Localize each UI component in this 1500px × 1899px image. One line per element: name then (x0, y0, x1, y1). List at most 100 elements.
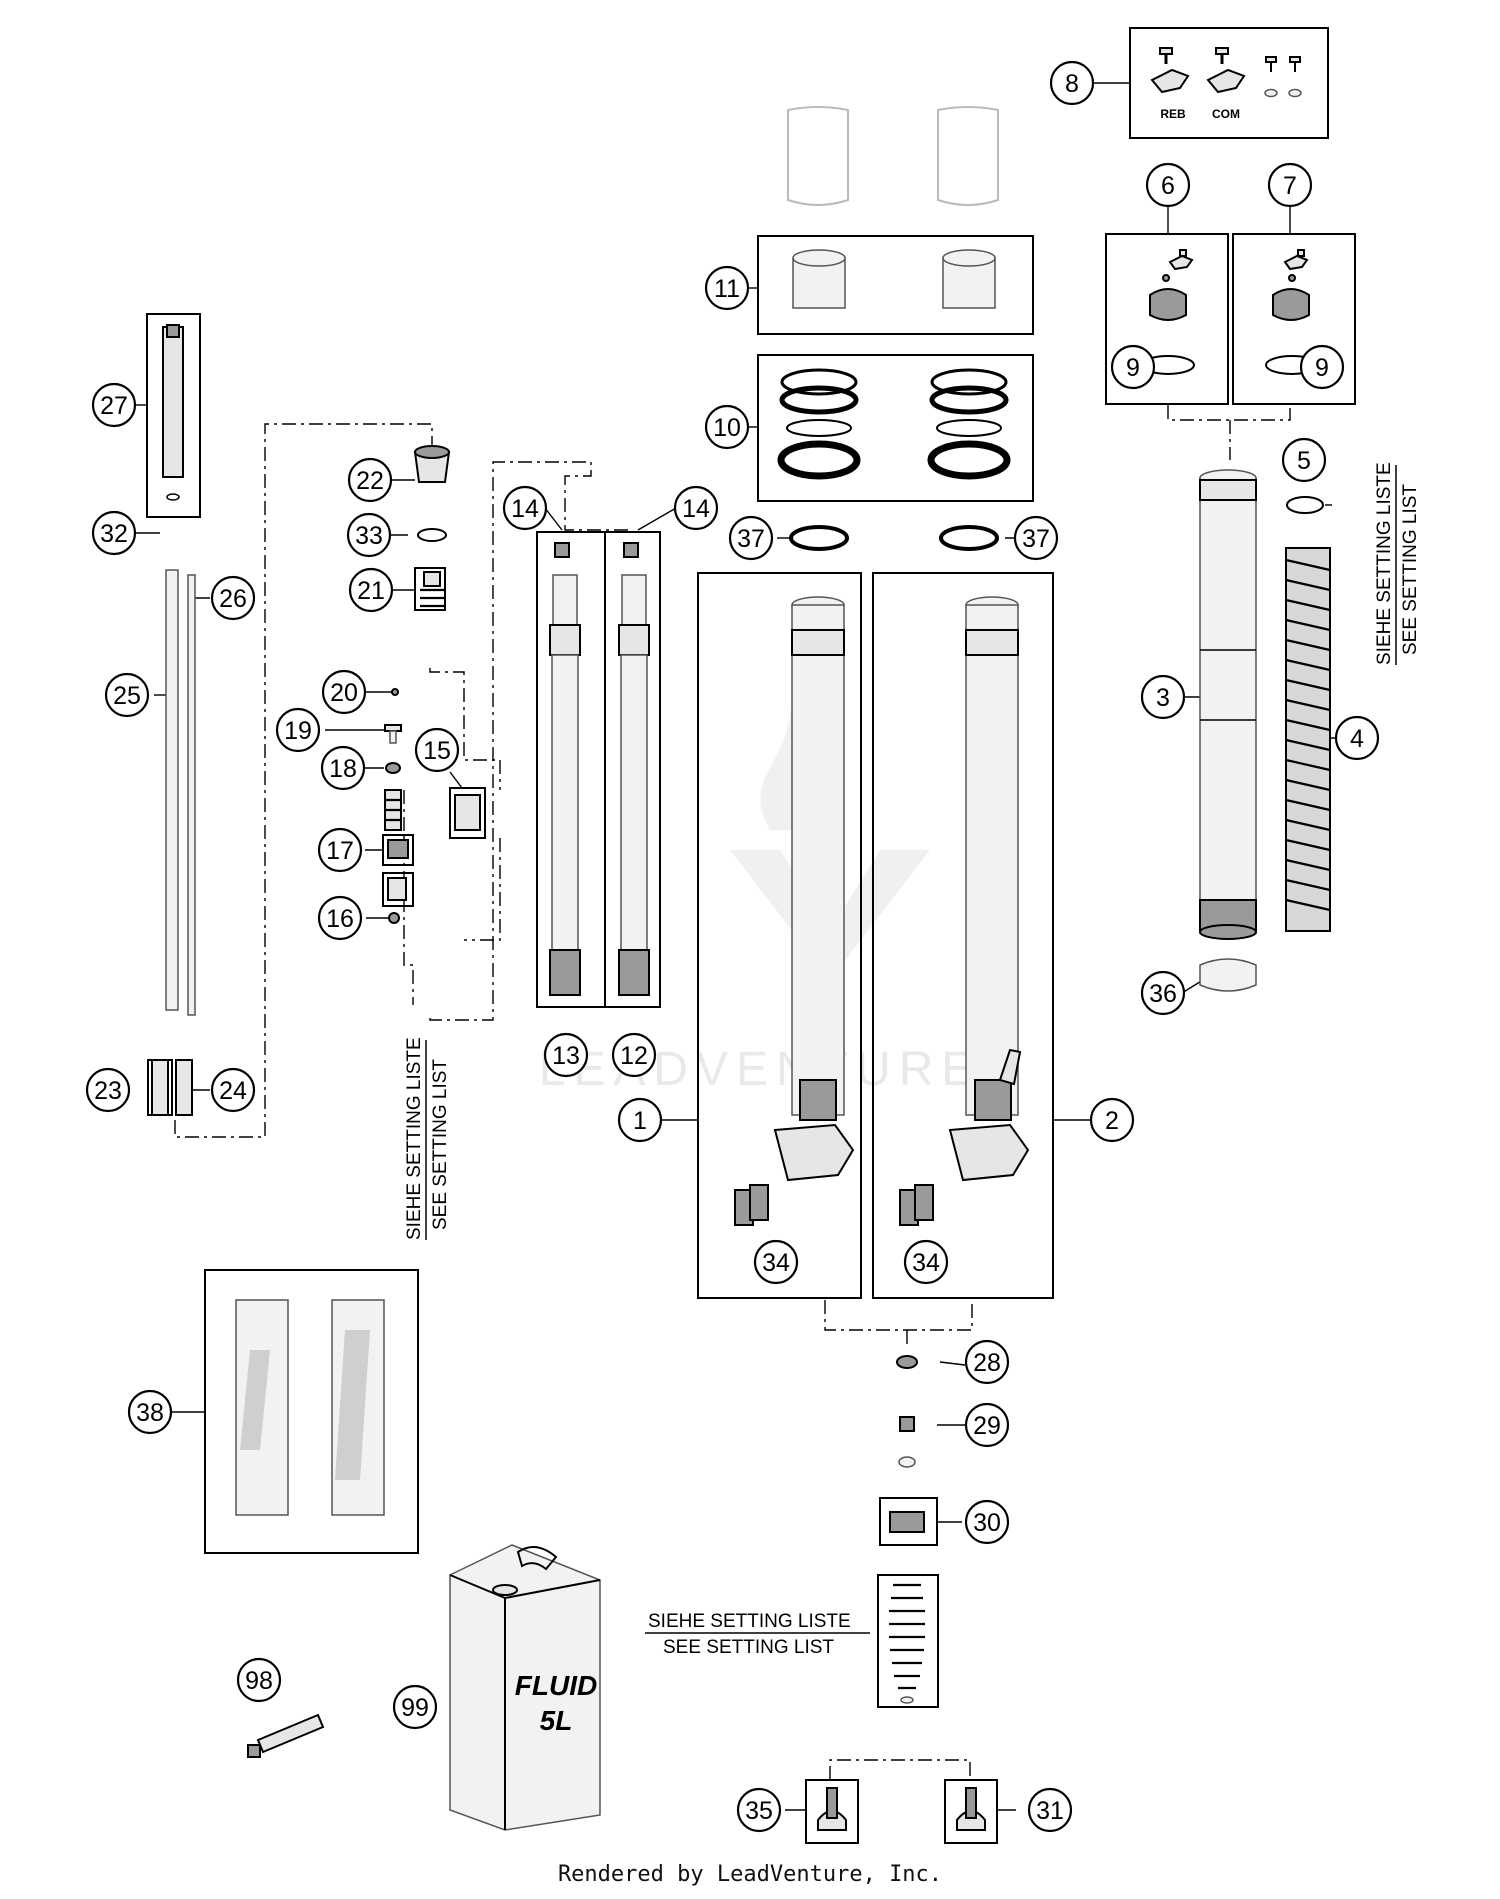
callout-circle (736, 1787, 782, 1833)
callout-number: 8 (1065, 70, 1079, 98)
callout-11: 11 (704, 265, 750, 311)
callout-1: 1 (617, 1097, 663, 1143)
bottom-valve (817, 1355, 986, 1831)
callout-3: 3 (1140, 674, 1186, 720)
callout-number: 4 (1350, 725, 1364, 753)
leader-lines (136, 82, 1335, 1811)
callout-number: 98 (245, 1667, 273, 1695)
fork-top-caps (787, 106, 999, 206)
callout-number: 2 (1105, 1107, 1119, 1135)
callout-circle (236, 1657, 282, 1703)
cap-assemblies (1141, 249, 1319, 375)
callout-number: 1 (633, 1107, 647, 1135)
callout-number: 21 (357, 577, 385, 605)
com-label: COM (1212, 107, 1240, 121)
callout-circle (1013, 515, 1059, 561)
callout-10: 10 (704, 404, 750, 450)
main-spring (1285, 547, 1331, 932)
callout-7: 7 (1267, 162, 1313, 208)
callout-15: 15 (414, 727, 460, 773)
callout-circle (321, 669, 367, 715)
reb-label: REB (1160, 107, 1186, 121)
callout-circle (1140, 970, 1186, 1016)
callout-circle (502, 485, 548, 531)
bottom-nut (1199, 958, 1257, 992)
callout-6: 6 (1145, 162, 1191, 208)
callout-circle (704, 265, 750, 311)
callout-circle (317, 895, 363, 941)
callout-17: 17 (317, 827, 363, 873)
callout-number: 29 (973, 1412, 1001, 1440)
callout-circle (704, 404, 750, 450)
tool-27 (162, 324, 184, 501)
callout-30: 30 (964, 1499, 1010, 1545)
callout-circle (964, 1499, 1010, 1545)
callout-circle (1049, 60, 1095, 106)
note-siehe-right: SIEHE SETTING LISTE (1374, 462, 1395, 665)
callout-32: 32 (91, 510, 137, 556)
callout-number: 38 (136, 1399, 164, 1427)
callout-circle (91, 510, 137, 556)
note-see-right: SEE SETTING LIST (1400, 484, 1421, 655)
callout-33: 33 (346, 512, 392, 558)
callout-number: 23 (94, 1077, 122, 1105)
callout-circle (611, 1032, 657, 1078)
callout-circle (1267, 162, 1313, 208)
callout-21: 21 (348, 567, 394, 613)
callout-circle (673, 485, 719, 531)
callout-27: 27 (91, 382, 137, 428)
callout-number: 35 (745, 1797, 773, 1825)
fluid-can-volume: 5L (540, 1705, 573, 1736)
fluid-can-label: FLUID (515, 1670, 597, 1701)
callout-circle (964, 1402, 1010, 1448)
dashed-connectors (174, 405, 1291, 1780)
callout-number: 17 (326, 837, 354, 865)
watermark: LEADVENTURE (539, 710, 973, 1096)
bushings (792, 249, 996, 309)
callout-number: 99 (401, 1694, 429, 1722)
callout-22: 22 (347, 457, 393, 503)
callout-14: 14 (502, 485, 548, 531)
callout-circle (1140, 674, 1186, 720)
fork-guard-stickers (235, 1299, 385, 1516)
callout-36: 36 (1140, 970, 1186, 1016)
callout-8: 8 (1049, 60, 1095, 106)
callout-18: 18 (320, 745, 366, 791)
callout-circle (1281, 437, 1327, 483)
cartridge-tube (1199, 469, 1257, 940)
callout-9: 9 (1110, 344, 1156, 390)
callout-circle (753, 1239, 799, 1285)
callout-number: 7 (1283, 172, 1297, 200)
callout-number: 37 (1022, 525, 1050, 553)
callout-number: 25 (113, 682, 141, 710)
callout-circle (1145, 162, 1191, 208)
callout-circle (127, 1389, 173, 1435)
callout-4: 4 (1334, 715, 1380, 761)
callout-number: 12 (620, 1042, 648, 1070)
callout-35: 35 (736, 1787, 782, 1833)
callout-16: 16 (317, 895, 363, 941)
callout-number: 16 (326, 905, 354, 933)
callout-circle (1027, 1787, 1073, 1833)
callout-37: 37 (728, 515, 774, 561)
adjuster-kit: REB COM (1150, 47, 1302, 121)
note-siehe-left: SIEHE SETTING LISTE (404, 1037, 425, 1240)
footer-credit: Rendered by LeadVenture, Inc. (557, 1862, 943, 1887)
callout-99: 99 (392, 1684, 438, 1730)
callout-number: 10 (713, 414, 741, 442)
callout-circle (317, 827, 363, 873)
callout-circle (392, 1684, 438, 1730)
callout-12: 12 (611, 1032, 657, 1078)
callout-number: 14 (682, 495, 710, 523)
callout-31: 31 (1027, 1787, 1073, 1833)
callout-number: 15 (423, 737, 451, 765)
callout-number: 5 (1297, 447, 1311, 475)
callout-circle (210, 1067, 256, 1113)
callout-circle (85, 1067, 131, 1113)
fluid-can: FLUID 5L (449, 1544, 601, 1831)
callout-circle (1110, 344, 1156, 390)
fork-legs (734, 596, 1030, 1226)
callout-19: 19 (275, 707, 321, 753)
